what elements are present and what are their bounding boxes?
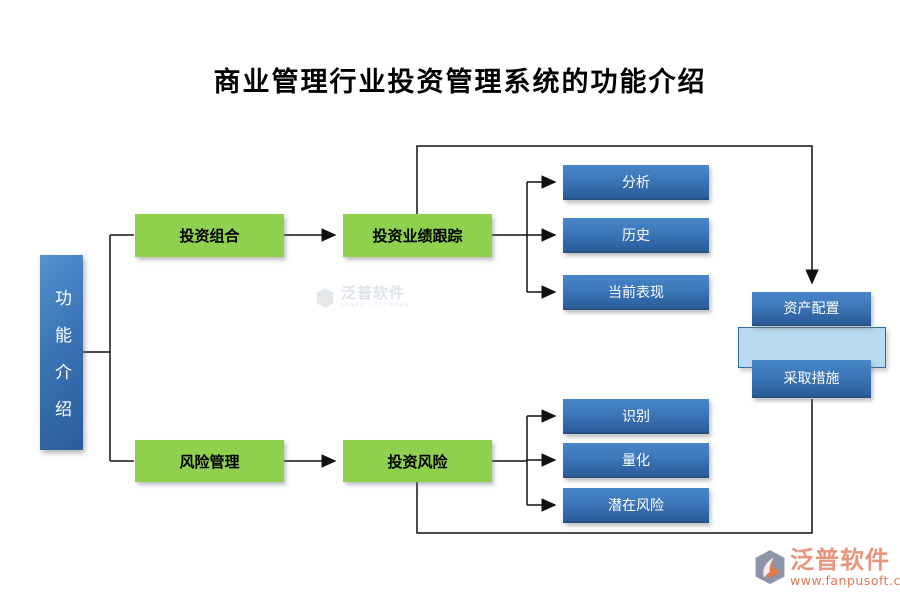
leaf-node-potential-risk: 潜在风险 — [563, 488, 709, 523]
leaf-node-history: 历史 — [563, 218, 709, 253]
diagram-title: 商业管理行业投资管理系统的功能介绍 — [213, 67, 707, 98]
fanpu-logo-icon — [755, 550, 785, 585]
leaf-node-current-performance: 当前表现 — [563, 275, 709, 310]
outcome-node-take-action-label: 采取措施 — [783, 371, 840, 387]
leaf-node-history-label: 历史 — [622, 227, 650, 244]
footer-brand-name: 泛普软件 — [790, 545, 890, 574]
process-node-investment-risk: 投资风险 — [343, 440, 492, 482]
top-loop-to-asset-allocation — [416, 145, 819, 285]
leaf-node-identify-label: 识别 — [622, 408, 650, 425]
category-to-process-arrows — [284, 228, 337, 468]
watermark-logo-icon — [316, 287, 334, 308]
footer-brand-block: 泛普软件 www.fanpusoft.com — [753, 548, 900, 588]
process-node-investment-risk-label: 投资风险 — [387, 452, 448, 471]
category-node-risk-management: 风险管理 — [135, 440, 284, 482]
outcome-node-asset-allocation: 资产配置 — [752, 292, 871, 326]
footer-brand-url: www.fanpusoft.com — [790, 573, 900, 588]
leaf-node-identify: 识别 — [563, 399, 709, 434]
process-node-performance-tracking-label: 投资业绩跟踪 — [372, 227, 463, 245]
root-node-label: 功能介绍 — [51, 288, 71, 437]
category-node-risk-management-label: 风险管理 — [179, 452, 240, 471]
process-to-leaves-branch-bottom — [492, 409, 557, 512]
bottom-loop-to-action — [416, 399, 813, 534]
watermark: 泛普软件 FANPU SOFTWARE — [314, 286, 410, 309]
outcome-node-asset-allocation-label: 资产配置 — [783, 301, 840, 317]
outcome-node-take-action: 采取措施 — [752, 360, 871, 398]
leaf-node-current-performance-label: 当前表现 — [608, 284, 664, 301]
leaf-node-analysis-label: 分析 — [622, 174, 650, 191]
leaf-node-quantify-label: 量化 — [622, 452, 650, 469]
root-node: 功能介绍 — [40, 255, 83, 450]
watermark-brand: 泛普软件 — [341, 284, 406, 302]
leaf-node-potential-risk-label: 潜在风险 — [608, 497, 664, 514]
watermark-subtitle: FANPU SOFTWARE — [341, 302, 410, 309]
watermark-text: 泛普软件 FANPU SOFTWARE — [341, 286, 410, 309]
footer-text: 泛普软件 www.fanpusoft.com — [790, 548, 900, 588]
process-to-leaves-branch-top — [492, 175, 557, 299]
category-node-portfolio-label: 投资组合 — [179, 227, 240, 245]
category-node-portfolio: 投资组合 — [135, 214, 284, 257]
leaf-node-quantify: 量化 — [563, 443, 709, 478]
process-node-performance-tracking: 投资业绩跟踪 — [343, 214, 492, 257]
root-elbow-connectors — [83, 234, 134, 462]
leaf-node-analysis: 分析 — [563, 165, 709, 200]
